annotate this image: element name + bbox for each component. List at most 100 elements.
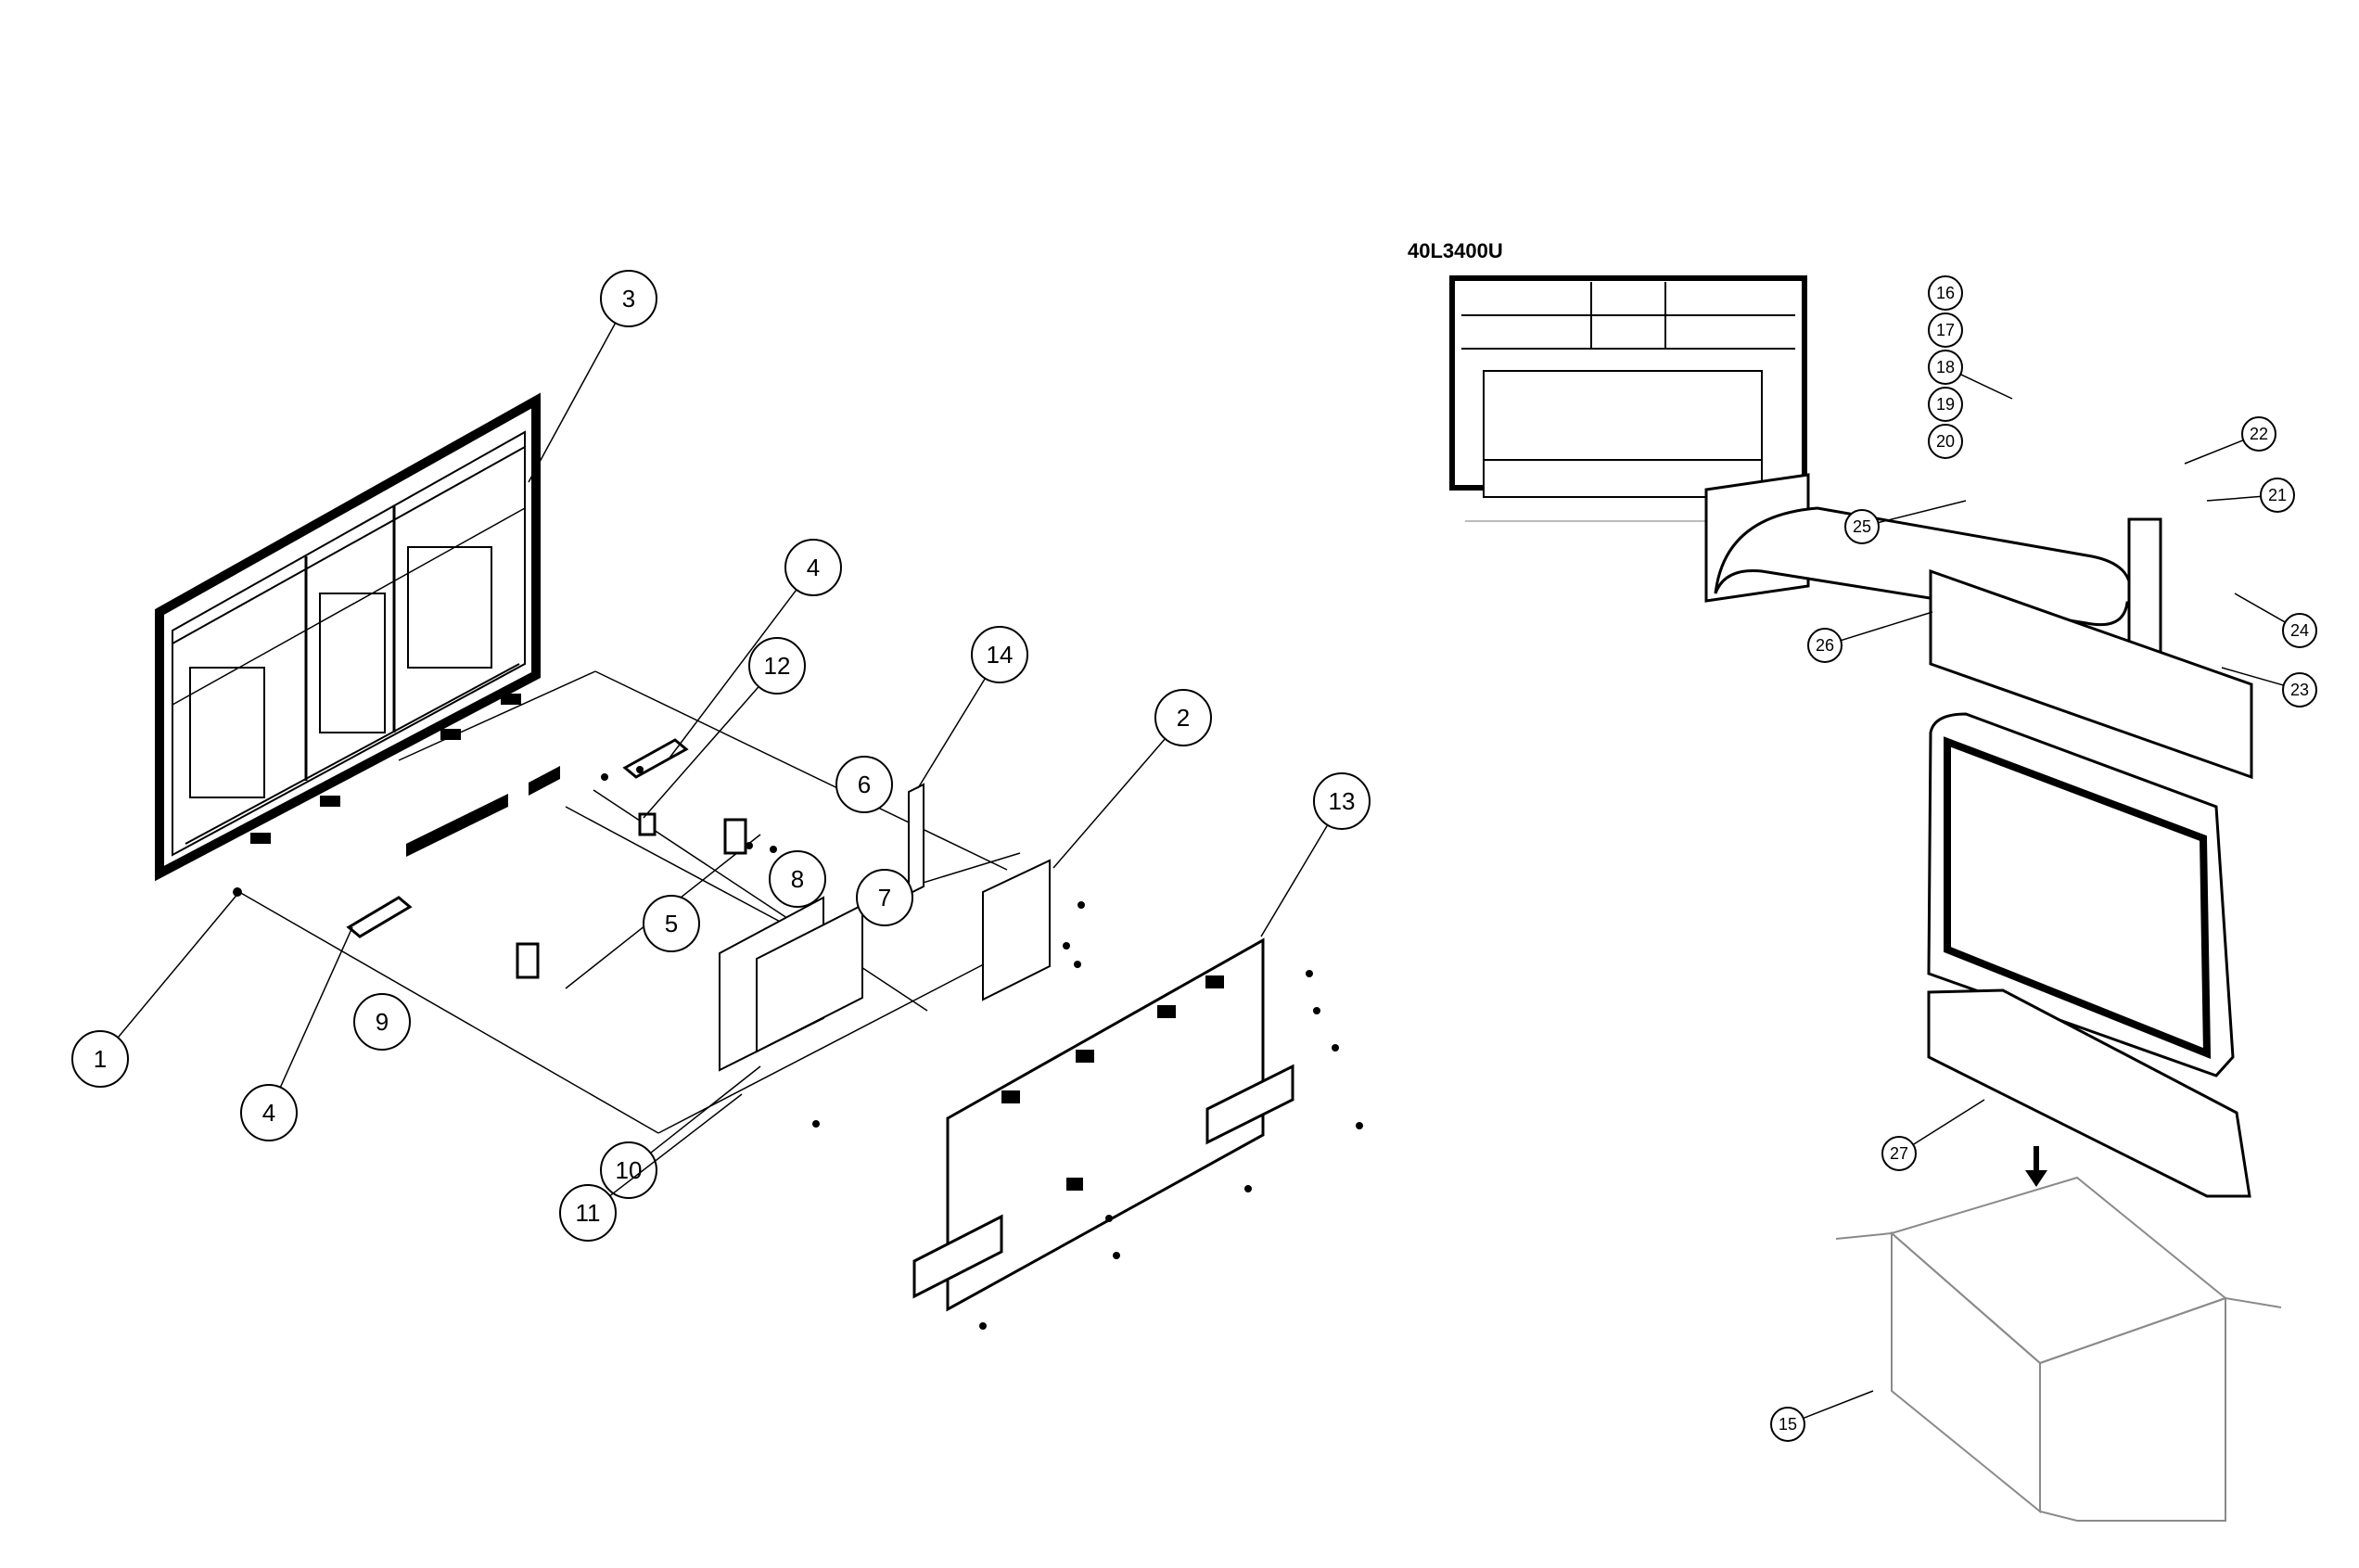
callout-3: 3 bbox=[528, 270, 657, 483]
callout-circle bbox=[835, 756, 893, 813]
callout-12: 12 bbox=[643, 637, 806, 819]
callout-leader-line bbox=[117, 891, 240, 1039]
callout-circle bbox=[769, 850, 826, 908]
callout-number: 9 bbox=[376, 1008, 389, 1036]
callout-18: 18 bbox=[1928, 350, 2013, 400]
callout-number: 12 bbox=[764, 652, 791, 680]
callout-number: 4 bbox=[262, 1099, 275, 1127]
callout-25: 25 bbox=[1844, 500, 1967, 544]
callout-11: 11 bbox=[559, 1093, 743, 1242]
back-cover-vents bbox=[1001, 975, 1224, 1191]
callout-27: 27 bbox=[1881, 1099, 1985, 1171]
circuit-boards bbox=[719, 783, 1051, 1072]
callout-13: 13 bbox=[1260, 772, 1371, 937]
callout-circle bbox=[2282, 613, 2317, 648]
callout-circle bbox=[748, 637, 806, 695]
callout-circle bbox=[856, 869, 913, 926]
callout-22: 22 bbox=[2184, 416, 2276, 465]
speaker-brackets bbox=[346, 738, 747, 979]
callout-circle bbox=[2260, 478, 2295, 513]
callout-number: 4 bbox=[807, 554, 820, 581]
callout-circle bbox=[1844, 509, 1880, 544]
callout-circle bbox=[1313, 772, 1371, 830]
back-cover bbox=[912, 937, 1294, 1312]
model-number-label: 40L3400U bbox=[1408, 239, 1503, 262]
callout-number: 21 bbox=[2268, 486, 2287, 504]
callout-circle bbox=[1928, 424, 1963, 459]
callout-leader-line bbox=[643, 686, 759, 819]
callout-number: 3 bbox=[622, 285, 635, 312]
callout-leader-line bbox=[1052, 738, 1166, 869]
callout-circle bbox=[1928, 387, 1963, 422]
callout-number: 13 bbox=[1329, 787, 1356, 815]
callout-24: 24 bbox=[2234, 593, 2317, 648]
callout-leader-line bbox=[279, 926, 353, 1088]
callout-number: 8 bbox=[791, 865, 804, 893]
callout-circle bbox=[600, 1141, 657, 1199]
callout-17: 17 bbox=[1928, 312, 1963, 348]
callout-number: 22 bbox=[2250, 425, 2268, 443]
callout-8: 8 bbox=[769, 850, 826, 908]
callout-15: 15 bbox=[1770, 1390, 1874, 1442]
callout-7: 7 bbox=[856, 869, 913, 926]
callout-leader-line bbox=[1878, 500, 1967, 524]
callout-number: 24 bbox=[2290, 621, 2309, 640]
callout-number: 25 bbox=[1853, 517, 1871, 536]
callout-number: 2 bbox=[1177, 704, 1190, 732]
callout-19: 19 bbox=[1928, 387, 1963, 422]
callout-layer: 1234456789101112131415161718192021222324… bbox=[71, 270, 2317, 1442]
callout-1: 1 bbox=[71, 891, 240, 1088]
callout-number: 6 bbox=[858, 771, 871, 798]
callout-leader-line bbox=[650, 1065, 761, 1154]
callout-leader-line bbox=[1959, 374, 2013, 400]
callout-6: 6 bbox=[835, 756, 893, 813]
callout-leader-line bbox=[609, 1093, 743, 1197]
callout-leader-line bbox=[1803, 1390, 1874, 1420]
callout-leader-line bbox=[1912, 1099, 1985, 1146]
callout-circle bbox=[1770, 1407, 1805, 1442]
callout-number: 18 bbox=[1936, 358, 1955, 376]
reference-tv-rear-view bbox=[1449, 275, 1807, 522]
lcd-panel-frame bbox=[155, 392, 541, 882]
callout-10: 10 bbox=[600, 1065, 761, 1199]
callout-21: 21 bbox=[2206, 478, 2295, 513]
callout-leader-line bbox=[1260, 824, 1329, 937]
speaker-grilles bbox=[406, 766, 560, 857]
panel-vent-slots bbox=[250, 694, 521, 844]
foam-packing bbox=[1927, 988, 2251, 1198]
callout-number: 23 bbox=[2290, 681, 2309, 699]
callout-circle bbox=[559, 1184, 617, 1242]
callout-number: 11 bbox=[576, 1199, 601, 1227]
down-arrow bbox=[2025, 1146, 2047, 1187]
callout-circle bbox=[643, 895, 700, 952]
stand-base-assembly bbox=[1704, 473, 2253, 780]
callout-4: 4 bbox=[240, 926, 353, 1141]
callout-16: 16 bbox=[1928, 275, 1963, 311]
callout-circle bbox=[1928, 312, 1963, 348]
callout-9: 9 bbox=[353, 993, 411, 1051]
callout-number: 26 bbox=[1816, 636, 1834, 655]
callout-leader-line bbox=[2206, 495, 2262, 502]
callout-circle bbox=[240, 1084, 298, 1141]
packaging-box bbox=[1835, 1176, 2282, 1522]
callout-leader-line bbox=[528, 322, 617, 483]
callout-circle bbox=[1928, 275, 1963, 311]
callout-number: 1 bbox=[94, 1045, 107, 1073]
callout-circle bbox=[1154, 689, 1212, 746]
callout-26: 26 bbox=[1807, 611, 1933, 663]
callout-circle bbox=[1807, 628, 1843, 663]
callout-number: 7 bbox=[878, 884, 891, 911]
callout-5: 5 bbox=[643, 895, 700, 952]
callout-number: 17 bbox=[1936, 321, 1955, 339]
callout-leader-line bbox=[667, 589, 797, 761]
screws bbox=[233, 766, 1363, 1330]
callout-2: 2 bbox=[1052, 689, 1212, 869]
callout-4: 4 bbox=[667, 539, 842, 761]
callout-number: 16 bbox=[1936, 284, 1955, 302]
callout-number: 10 bbox=[616, 1156, 643, 1184]
callout-leader-line bbox=[917, 678, 986, 789]
callout-20: 20 bbox=[1928, 424, 1963, 459]
callout-number: 27 bbox=[1890, 1144, 1908, 1163]
